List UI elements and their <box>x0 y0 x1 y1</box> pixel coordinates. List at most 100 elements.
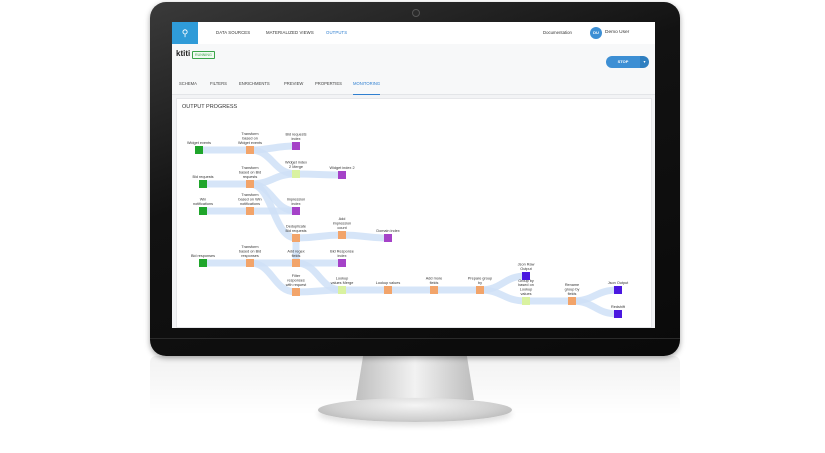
flow-node-label: Deduplicate <box>286 225 306 229</box>
flow-node-label: requests <box>243 175 258 179</box>
camera-icon <box>412 9 420 17</box>
flow-node-n4[interactable] <box>292 170 300 178</box>
flow-node-label: based on Bid <box>239 250 261 254</box>
flow-node-label: notifications <box>240 202 260 206</box>
flow-node-label: Bid requests <box>285 229 306 233</box>
flow-node-label: Redshift <box>611 305 626 309</box>
flow-node-label: impression <box>333 222 351 226</box>
flow-node-label: Widget events <box>238 141 262 145</box>
stop-button[interactable]: STOP <box>606 56 640 68</box>
tab-preview[interactable]: PREVIEW <box>284 81 304 86</box>
flow-node-label: Json Raw <box>518 263 535 267</box>
flow-node-label: based on Bid <box>239 171 261 175</box>
panel-title: OUTPUT PROGRESS <box>182 104 238 110</box>
flow-node-n27[interactable] <box>614 310 622 318</box>
flow-node-label: Bid requests <box>285 133 306 137</box>
monitor-frame: ⚲ DATA SOURCES MATERIALIZED VIEWS OUTPUT… <box>150 2 680 356</box>
tab-enrichments[interactable]: ENRICHMENTS <box>239 81 270 86</box>
flow-node-label: Add more <box>426 277 442 281</box>
flow-node-label: based on Win <box>238 198 261 202</box>
flow-node-label: Bid requests <box>192 175 213 179</box>
flow-node-n21[interactable] <box>430 286 438 294</box>
flow-node-label: index <box>291 137 300 141</box>
app-screen: ⚲ DATA SOURCES MATERIALIZED VIEWS OUTPUT… <box>172 22 655 328</box>
flow-node-n7[interactable] <box>246 180 254 188</box>
flow-node-label: index <box>291 202 300 206</box>
flow-node-n9[interactable] <box>246 207 254 215</box>
flow-node-n15[interactable] <box>246 259 254 267</box>
flow-node-label: Add <box>339 217 346 221</box>
flow-node-n20[interactable] <box>384 286 392 294</box>
flow-node-n11[interactable] <box>292 234 300 242</box>
chevron-down-icon[interactable]: ▾ <box>640 56 649 68</box>
tab-monitoring[interactable]: MONITORING <box>353 74 381 95</box>
flow-node-label: values Merge <box>331 281 354 285</box>
flow-node-n6[interactable] <box>199 180 207 188</box>
flow-node-label: Widget index 2 <box>329 166 354 170</box>
tab-schema[interactable]: SCHEMA <box>179 81 197 86</box>
flow-node-n17[interactable] <box>338 259 346 267</box>
flow-node-label: Add regex <box>287 250 304 254</box>
flow-edge <box>292 259 346 294</box>
flow-node-label: Impression <box>287 198 306 202</box>
flow-node-n18[interactable] <box>292 288 300 296</box>
flow-edge <box>292 170 346 179</box>
flow-node-label: Bid Response <box>330 250 354 254</box>
flow-node-label: based on <box>242 137 258 141</box>
flow-node-label: Rename <box>565 283 579 287</box>
flow-node-label: index <box>337 254 346 258</box>
user-name[interactable]: Demo User <box>605 30 630 35</box>
flow-node-n5[interactable] <box>338 171 346 179</box>
flow-node-n14[interactable] <box>199 259 207 267</box>
monitor-stand-base <box>318 398 512 422</box>
flow-node-n24[interactable] <box>522 297 530 305</box>
flow-edge <box>292 231 346 242</box>
flow-edge <box>338 231 392 242</box>
flow-node-n1[interactable] <box>195 146 203 154</box>
flow-node-n8[interactable] <box>199 207 207 215</box>
flow-edge <box>568 297 622 318</box>
flow-node-label: Group by <box>518 279 534 283</box>
flow-node-label: Lookup values <box>376 281 401 285</box>
nav-tab-data-sources[interactable]: DATA SOURCES <box>216 30 251 35</box>
flow-node-n3[interactable] <box>292 142 300 150</box>
flow-node-label: Win <box>200 198 207 202</box>
flow-node-label: fields <box>430 281 439 285</box>
flow-node-label: based on <box>518 283 534 287</box>
flow-node-n23[interactable] <box>522 272 530 280</box>
flow-node-label: Lookup <box>520 288 532 292</box>
flow-edge <box>476 286 530 305</box>
flow-node-n12[interactable] <box>338 231 346 239</box>
flow-node-label: notifications <box>193 202 213 206</box>
app-logo-icon[interactable]: ⚲ <box>172 22 198 44</box>
pipeline-subtabs: SCHEMA FILTERS ENRICHMENTS PREVIEW PROPE… <box>172 74 655 95</box>
tab-filters[interactable]: FILTERS <box>210 81 227 86</box>
flow-node-n13[interactable] <box>384 234 392 242</box>
flow-node-label: values <box>521 292 532 296</box>
flow-node-n19[interactable] <box>338 286 346 294</box>
flow-node-label: Transform <box>241 132 258 136</box>
flow-node-n22[interactable] <box>476 286 484 294</box>
monitor-chin <box>150 338 680 339</box>
flow-node-label: Widget index <box>285 161 307 165</box>
status-badge: RUNNING <box>192 51 215 59</box>
top-navigation: ⚲ DATA SOURCES MATERIALIZED VIEWS OUTPUT… <box>172 22 655 45</box>
avatar[interactable]: DU <box>590 27 602 39</box>
pipeline-name: ktiti <box>176 49 191 58</box>
flow-node-label: Transform <box>241 193 258 197</box>
flow-node-label: Transform <box>241 166 258 170</box>
flow-node-n16[interactable] <box>292 259 300 267</box>
flow-node-n26[interactable] <box>614 286 622 294</box>
flow-node-label: Bid responses <box>191 254 215 258</box>
documentation-link[interactable]: Documentation <box>543 30 572 35</box>
flow-node-n2[interactable] <box>246 146 254 154</box>
flow-node-label: Filter <box>292 274 301 278</box>
flow-node-n25[interactable] <box>568 297 576 305</box>
flow-node-n10[interactable] <box>292 207 300 215</box>
nav-tab-materialized-views[interactable]: MATERIALIZED VIEWS <box>266 30 314 35</box>
flow-node-label: Domain index <box>376 229 399 233</box>
tab-properties[interactable]: PROPERTIES <box>315 81 342 86</box>
nav-tab-outputs[interactable]: OUTPUTS <box>326 22 348 45</box>
flow-node-label: count <box>337 226 347 230</box>
